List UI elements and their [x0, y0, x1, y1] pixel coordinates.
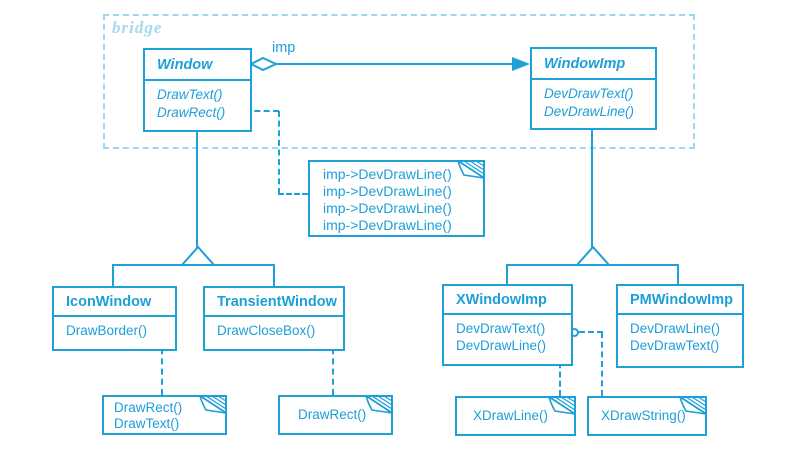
note-xdrawstring-pseudocode: XDrawString(): [587, 396, 707, 436]
note-line: imp->DevDrawLine(): [323, 200, 452, 216]
note-line: imp->DevDrawLine(): [323, 166, 452, 182]
pattern-frame: [103, 14, 695, 149]
note-connector: [161, 338, 163, 395]
note-line: DrawRect(): [298, 407, 367, 422]
note-line: imp->DevDrawLine(): [323, 217, 452, 233]
class-iconwindow: IconWindow DrawBorder(): [52, 286, 177, 351]
generalization-line: [273, 264, 275, 286]
class-transientwindow: TransientWindow DrawCloseBox(): [203, 286, 345, 351]
note-line: DrawText(): [114, 416, 180, 431]
generalization-line: [677, 264, 679, 284]
note-fold-icon: [457, 160, 485, 179]
class-iconwindow-title: IconWindow: [54, 288, 175, 317]
note-connector: [245, 110, 279, 112]
note-fold-icon: [679, 396, 707, 415]
class-window-op: DrawText(): [157, 87, 223, 102]
note-connector: [559, 353, 561, 396]
class-xwindowimp-title: XWindowImp: [444, 286, 571, 315]
class-transientwindow-title: TransientWindow: [205, 288, 343, 317]
class-windowimp-title: WindowImp: [532, 49, 655, 80]
note-connector: [579, 331, 603, 333]
class-windowimp-op: DevDrawText(): [544, 86, 634, 101]
note-fold-icon: [199, 395, 227, 414]
class-xwindowimp-op: DevDrawText(): [456, 321, 546, 336]
pattern-frame-label: bridge: [112, 18, 163, 37]
note-connector: [332, 338, 334, 395]
generalization-line: [196, 132, 198, 248]
inheritance-triangle-icon: [181, 246, 215, 266]
class-transientwindow-op: DrawCloseBox(): [217, 323, 316, 338]
note-connector: [278, 193, 308, 195]
class-window-title: Window: [145, 50, 250, 81]
note-transientwindow-pseudocode: DrawRect(): [278, 395, 393, 435]
class-pmwindowimp-op: DevDrawText(): [630, 337, 720, 353]
class-window: Window DrawText() DrawRect(): [143, 48, 252, 132]
class-pmwindowimp: PMWindowImp DevDrawLine() DevDrawText(): [616, 284, 744, 368]
note-xdrawline-pseudocode: XDrawLine(): [455, 396, 576, 436]
note-line: XDrawString(): [601, 408, 686, 423]
aggregation-diamond-icon: [250, 57, 277, 71]
note-iconwindow-pseudocode: DrawRect() DrawText(): [102, 395, 227, 435]
generalization-line: [506, 264, 508, 284]
class-window-op: DrawRect(): [157, 105, 226, 120]
note-connector: [601, 332, 603, 396]
association-line: [275, 63, 513, 65]
class-pmwindowimp-title: PMWindowImp: [618, 286, 742, 315]
note-line: DrawRect(): [114, 400, 183, 415]
class-windowimp-op: DevDrawLine(): [544, 104, 635, 119]
class-xwindowimp: XWindowImp DevDrawText() DevDrawLine(): [442, 284, 573, 366]
generalization-line: [506, 264, 679, 266]
class-pmwindowimp-op: DevDrawLine(): [630, 321, 721, 336]
association-arrowhead-icon: [512, 57, 530, 71]
generalization-line: [112, 264, 114, 286]
inheritance-triangle-icon: [576, 246, 610, 266]
note-fold-icon: [365, 395, 393, 414]
generalization-line: [591, 130, 593, 248]
class-iconwindow-op: DrawBorder(): [66, 323, 148, 338]
generalization-line: [112, 264, 275, 266]
class-xwindowimp-op: DevDrawLine(): [456, 337, 547, 353]
association-label: imp: [272, 40, 296, 56]
note-line: imp->DevDrawLine(): [323, 183, 452, 199]
note-imp-pseudocode: imp->DevDrawLine() imp->DevDrawLine() im…: [308, 160, 485, 237]
note-connector: [278, 111, 280, 194]
class-windowimp: WindowImp DevDrawText() DevDrawLine(): [530, 47, 657, 130]
note-line: XDrawLine(): [473, 408, 549, 423]
note-fold-icon: [548, 396, 576, 415]
